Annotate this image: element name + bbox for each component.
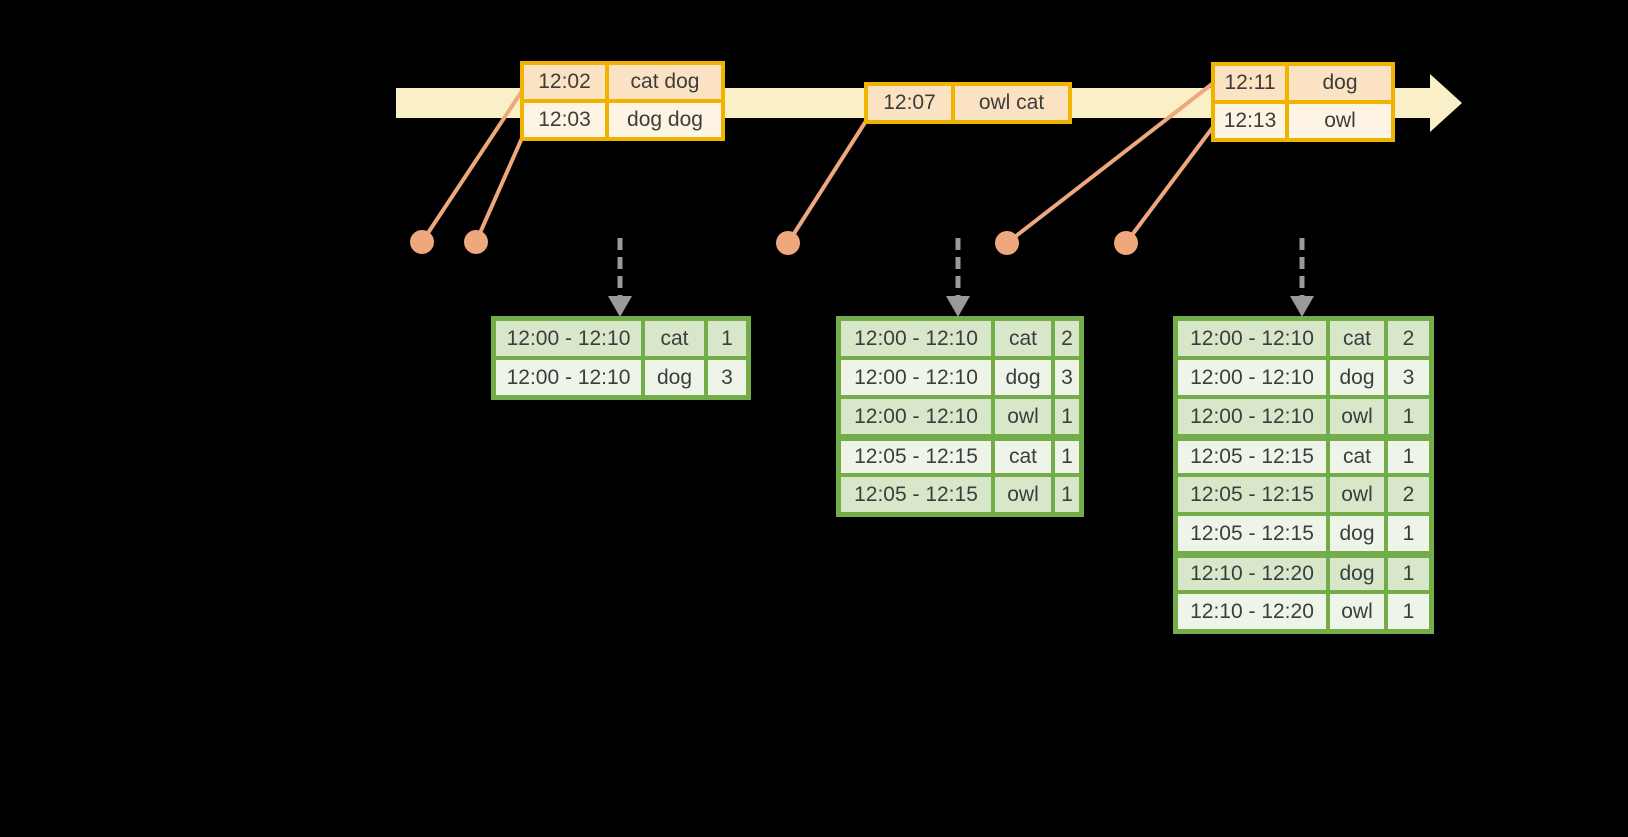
event-marker-dot (410, 230, 434, 254)
result-cell-window: 12:05 - 12:15 (839, 436, 993, 475)
event-marker-dot (995, 231, 1019, 255)
result-cell-count: 1 (1386, 553, 1431, 592)
result-cell-count: 2 (1053, 319, 1081, 358)
result-cell-window: 12:00 - 12:10 (1176, 319, 1328, 358)
result-cell-word: cat (1328, 436, 1386, 475)
event-marker-dot (776, 231, 800, 255)
result-cell-window: 12:10 - 12:20 (1176, 592, 1328, 631)
result-cell-window: 12:05 - 12:15 (1176, 514, 1328, 553)
event-cell-words: dog (1287, 64, 1393, 102)
trigger-arrow (1290, 238, 1314, 317)
result-cell-window: 12:00 - 12:10 (839, 397, 993, 436)
result-cell-word: dog (1328, 553, 1386, 592)
result-cell-word: owl (1328, 475, 1386, 514)
result-cell-count: 1 (1053, 475, 1081, 514)
result-cell-window: 12:05 - 12:15 (1176, 475, 1328, 514)
result-cell-count: 1 (1053, 436, 1081, 475)
result-cell-word: dog (1328, 358, 1386, 397)
event-marker-line (420, 86, 526, 244)
result-cell-count: 2 (1386, 319, 1431, 358)
result-cell-word: dog (1328, 514, 1386, 553)
result-cell-window: 12:00 - 12:10 (494, 319, 643, 358)
result-cell-window: 12:05 - 12:15 (1176, 436, 1328, 475)
result-cell-window: 12:05 - 12:15 (839, 475, 993, 514)
result-cell-word: cat (1328, 319, 1386, 358)
event-cell-time: 12:02 (522, 63, 607, 101)
event-marker-line (1124, 125, 1215, 245)
event-cell-words: cat dog (607, 63, 723, 101)
result-cell-word: cat (993, 319, 1053, 358)
event-cell-words: owl (1287, 102, 1393, 140)
event-marker-line (474, 137, 524, 243)
result-cell-count: 3 (1386, 358, 1431, 397)
event-marker-dot (464, 230, 488, 254)
result-cell-word: cat (993, 436, 1053, 475)
event-marker-dot (1114, 231, 1138, 255)
result-cell-window: 12:00 - 12:10 (1176, 397, 1328, 436)
event-cell-words: dog dog (607, 101, 723, 139)
result-cell-count: 1 (1386, 592, 1431, 631)
event-cell-time: 12:11 (1213, 64, 1287, 102)
timeline-arrowhead-icon (1430, 74, 1462, 132)
result-cell-count: 1 (706, 319, 748, 358)
result-cell-count: 1 (1386, 436, 1431, 475)
result-cell-word: owl (993, 475, 1053, 514)
arrow-down-icon (1290, 296, 1314, 317)
event-marker-line (786, 119, 868, 245)
result-cell-word: dog (993, 358, 1053, 397)
result-cell-count: 3 (1053, 358, 1081, 397)
event-marker-line (1005, 82, 1214, 245)
result-cell-word: owl (993, 397, 1053, 436)
event-cell-time: 12:03 (522, 101, 607, 139)
result-cell-count: 1 (1386, 514, 1431, 553)
result-cell-word: owl (1328, 592, 1386, 631)
result-cell-word: dog (643, 358, 706, 397)
result-cell-count: 2 (1386, 475, 1431, 514)
arrow-down-icon (946, 296, 970, 317)
result-cell-window: 12:00 - 12:10 (494, 358, 643, 397)
result-cell-count: 3 (706, 358, 748, 397)
event-cell-words: owl cat (953, 84, 1070, 122)
result-cell-word: owl (1328, 397, 1386, 436)
arrow-down-icon (608, 296, 632, 317)
trigger-arrow (946, 238, 970, 317)
result-cell-count: 1 (1053, 397, 1081, 436)
result-cell-window: 12:00 - 12:10 (839, 319, 993, 358)
result-cell-count: 1 (1386, 397, 1431, 436)
trigger-arrow (608, 238, 632, 317)
result-cell-word: cat (643, 319, 706, 358)
result-cell-window: 12:00 - 12:10 (839, 358, 993, 397)
event-cell-time: 12:13 (1213, 102, 1287, 140)
result-cell-window: 12:00 - 12:10 (1176, 358, 1328, 397)
result-cell-window: 12:10 - 12:20 (1176, 553, 1328, 592)
event-cell-time: 12:07 (866, 84, 953, 122)
